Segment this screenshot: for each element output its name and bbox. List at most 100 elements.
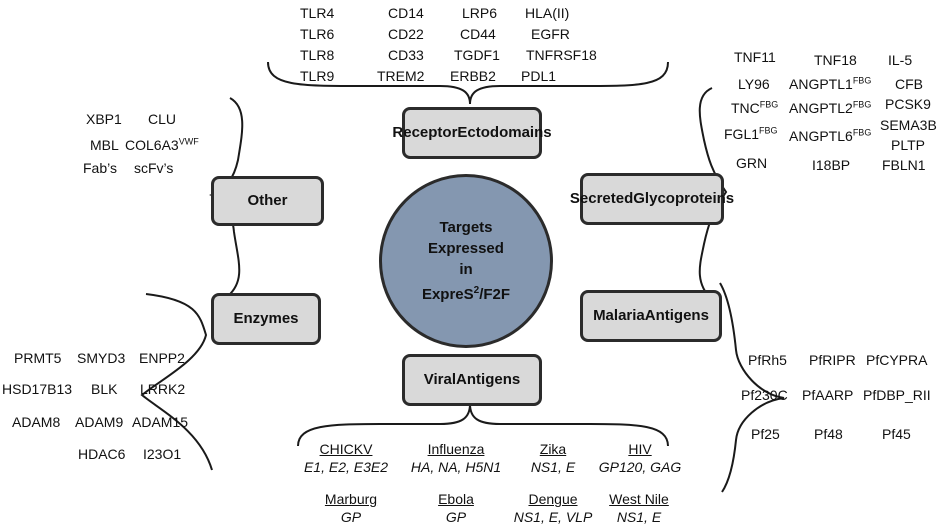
virus-name: Zika	[539, 441, 567, 457]
virus-proteins: NS1, E, VLP	[513, 509, 593, 525]
center-line-1: Targets	[439, 219, 493, 236]
target-label: CD33	[388, 47, 424, 63]
target-base: ANGPTL2	[789, 100, 853, 116]
target-label: CFB	[895, 76, 923, 92]
target-label: HDAC6	[78, 446, 126, 462]
virus-proteins: GP	[340, 509, 362, 525]
target-label: PfRIPR	[809, 352, 856, 368]
virus-name: West Nile	[609, 491, 669, 507]
target-label: ANGPTL2FBG	[789, 100, 871, 116]
target-label: Pf230C	[741, 387, 788, 403]
target-label: Pf48	[814, 426, 843, 442]
viral-group: Ebola GP	[404, 490, 508, 526]
virus-name: CHICKV	[319, 441, 373, 457]
target-label: Pf45	[882, 426, 911, 442]
target-label: HSD17B13	[2, 381, 73, 397]
center-line-4-post: /F2F	[479, 286, 511, 303]
target-sup: FBG	[852, 99, 872, 110]
target-label: LY96	[738, 76, 770, 92]
target-label: PDL1	[521, 68, 557, 84]
target-label: BLK	[91, 381, 118, 397]
target-label: CD22	[388, 26, 424, 42]
target-label: Pf25	[751, 426, 780, 442]
target-label: LRRK2	[140, 381, 186, 397]
virus-name: Dengue	[528, 491, 578, 507]
virus-proteins: GP	[445, 509, 467, 525]
target-label: TLR6	[300, 26, 335, 42]
target-label: XBP1	[86, 111, 122, 127]
target-label: EGFR	[531, 26, 570, 42]
target-label: TLR8	[300, 47, 335, 63]
target-label: HLA(II)	[525, 5, 570, 21]
virus-name: Marburg	[324, 491, 378, 507]
target-base: TNC	[731, 100, 760, 116]
target-base: COL6A3	[125, 137, 179, 153]
virus-name: Influenza	[427, 441, 485, 457]
target-label: CD44	[460, 26, 496, 42]
center-line-4-pre: ExpreS	[421, 286, 474, 303]
virus-proteins: NS1, E	[616, 509, 662, 525]
target-label: PLTP	[891, 137, 925, 153]
target-label: CD14	[388, 5, 424, 21]
target-label: LRP6	[462, 5, 498, 21]
target-sup: FBG	[759, 99, 779, 110]
target-label: ANGPTL1FBG	[789, 76, 871, 92]
target-base: ANGPTL1	[789, 76, 853, 92]
target-label: TNF11	[734, 49, 776, 65]
enzymes-box: Enzymes	[211, 293, 321, 345]
malaria-brace	[719, 282, 785, 493]
virus-proteins: NS1, E	[530, 459, 576, 475]
target-label: I18BP	[812, 157, 851, 173]
target-label: ADAM8	[12, 414, 61, 430]
target-label: scFv’s	[134, 160, 174, 176]
center-line-3: in	[459, 261, 473, 278]
target-label: ADAM9	[75, 414, 124, 430]
virus-proteins: GP120, GAG	[598, 459, 682, 475]
target-label: GRN	[736, 155, 768, 171]
viral-group: HIV GP120, GAG	[594, 440, 686, 476]
box-line-2: Antigens	[456, 371, 521, 388]
target-sup: FBG	[852, 127, 872, 138]
target-label: ANGPTL6FBG	[789, 128, 871, 144]
target-base: FGL1	[724, 126, 760, 142]
viral-group: Marburg GP	[300, 490, 402, 526]
box-line-1: Malaria	[593, 307, 645, 324]
virus-name: Ebola	[438, 491, 474, 507]
box-line-2: Ectodomains	[457, 124, 552, 141]
target-label: IL-5	[888, 52, 913, 68]
target-label: TNFRSF18	[526, 47, 597, 63]
target-label: ENPP2	[139, 350, 185, 366]
target-label: CLU	[148, 111, 177, 127]
box-line-2: Antigens	[644, 307, 709, 324]
viral-group: Dengue NS1, E, VLP	[500, 490, 606, 526]
target-label: SMYD3	[77, 350, 126, 366]
target-label: TGDF1	[454, 47, 500, 63]
virus-name: HIV	[628, 441, 652, 457]
center-line-4-sup: 2	[473, 285, 480, 296]
target-label: PfDBP_RII	[863, 387, 931, 403]
target-sup: FBG	[852, 75, 872, 86]
target-label: I23O1	[143, 446, 182, 462]
box-line-1: Secreted	[569, 190, 634, 207]
target-label: SEMA3B	[880, 117, 937, 133]
target-label: TNF18	[814, 52, 857, 68]
target-label: TREM2	[377, 68, 425, 84]
target-label: PRMT5	[14, 350, 62, 366]
target-sup: FBG	[759, 125, 778, 136]
center-line-2: Expressed	[428, 240, 504, 257]
target-label: PfRh5	[748, 352, 787, 368]
target-label: FGL1FBG	[724, 126, 778, 142]
viral-group: West Nile NS1, E	[596, 490, 682, 526]
center-line-4: ExpreS2/F2F	[422, 280, 510, 305]
target-label: TLR4	[300, 5, 335, 21]
box-line-1: Receptor	[392, 124, 458, 141]
target-label: ERBB2	[450, 68, 496, 84]
target-label: Fab’s	[83, 160, 117, 176]
viral-group: Zika NS1, E	[514, 440, 592, 476]
target-label: COL6A3VWF	[125, 137, 199, 153]
